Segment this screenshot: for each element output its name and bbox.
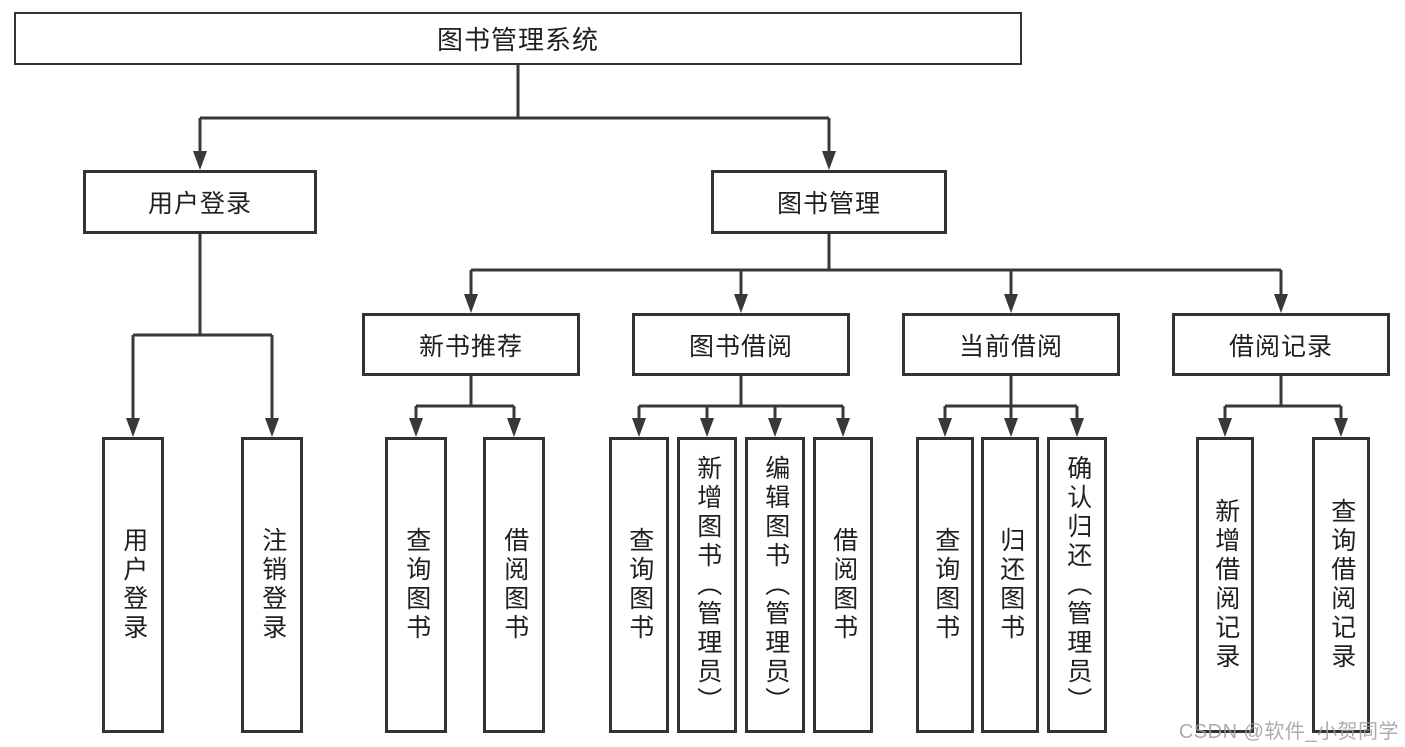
connector-new-book-recommend-children: [409, 376, 521, 437]
node-user-login: 用户登录: [83, 170, 317, 234]
arrowhead: [507, 418, 521, 437]
arrowhead: [126, 418, 140, 437]
arrowhead: [768, 418, 782, 437]
node-label: 新增图书（管理员）: [693, 454, 722, 716]
node-label: 查询借阅记录: [1327, 498, 1356, 672]
arrowhead: [409, 418, 423, 437]
node-label: 确认归还（管理员）: [1063, 454, 1092, 716]
arrowhead: [700, 418, 714, 437]
node-book-management: 图书管理: [711, 170, 947, 234]
node-label: 借阅图书: [829, 527, 858, 643]
connector-borrowing-records-children: [1218, 376, 1348, 437]
node-label: 查询图书: [625, 527, 654, 643]
node-label: 借阅图书: [500, 527, 529, 643]
leaf-borrow-books-borrowing: 借阅图书: [813, 437, 873, 733]
arrowhead: [734, 294, 748, 313]
connector-root-to-level2: [193, 65, 836, 170]
node-label: 查询图书: [402, 527, 431, 643]
connector-book-borrowing-children: [632, 376, 850, 437]
leaf-edit-book-admin: 编辑图书（管理员）: [745, 437, 805, 733]
node-label: 借阅记录: [1228, 332, 1333, 361]
node-label: 归还图书: [996, 527, 1025, 643]
arrowhead: [632, 418, 646, 437]
node-library-management-system: 图书管理系统: [14, 12, 1022, 65]
leaf-borrow-books-recommend: 借阅图书: [483, 437, 545, 733]
leaf-query-books-recommend: 查询图书: [385, 437, 447, 733]
connector-current-borrowing-children: [938, 376, 1084, 437]
arrowhead: [1274, 294, 1288, 313]
arrowhead: [464, 294, 478, 313]
node-new-book-recommend: 新书推荐: [362, 313, 580, 376]
arrowhead: [1070, 418, 1084, 437]
node-label: 查询图书: [931, 527, 960, 643]
node-label: 用户登录: [147, 190, 252, 218]
arrowhead: [836, 418, 850, 437]
node-label: 当前借阅: [958, 332, 1063, 361]
connector-user-login-children: [126, 234, 279, 437]
leaf-query-books-borrowing: 查询图书: [609, 437, 669, 733]
arrowhead: [1004, 294, 1018, 313]
node-label: 用户登录: [119, 527, 148, 643]
node-label: 图书管理系统: [436, 25, 599, 55]
node-label: 编辑图书（管理员）: [761, 454, 790, 716]
arrowhead: [1334, 418, 1348, 437]
node-label: 图书借阅: [688, 332, 793, 361]
leaf-query-books-current: 查询图书: [916, 437, 974, 733]
leaf-confirm-return-admin: 确认归还（管理员）: [1047, 437, 1107, 733]
arrowhead: [265, 418, 279, 437]
csdn-watermark: CSDN @软件_小贺同学: [1178, 721, 1399, 743]
connector-book-management-children: [464, 234, 1288, 313]
leaf-query-borrow-record: 查询借阅记录: [1312, 437, 1370, 733]
arrowhead: [822, 151, 836, 170]
leaf-user-login: 用户登录: [102, 437, 164, 733]
arrowhead: [938, 418, 952, 437]
node-book-borrowing: 图书借阅: [632, 313, 850, 376]
leaf-add-borrow-record: 新增借阅记录: [1196, 437, 1254, 733]
leaf-add-book-admin: 新增图书（管理员）: [677, 437, 737, 733]
node-label: 图书管理: [776, 190, 881, 218]
leaf-return-books: 归还图书: [981, 437, 1039, 733]
node-current-borrowing: 当前借阅: [902, 313, 1120, 376]
arrowhead: [1218, 418, 1232, 437]
arrowhead: [1004, 418, 1018, 437]
leaf-logout: 注销登录: [241, 437, 303, 733]
node-label: 新增借阅记录: [1211, 498, 1240, 672]
node-label: 注销登录: [258, 527, 287, 643]
node-label: 新书推荐: [418, 332, 523, 361]
arrowhead: [193, 151, 207, 170]
node-borrowing-records: 借阅记录: [1172, 313, 1390, 376]
